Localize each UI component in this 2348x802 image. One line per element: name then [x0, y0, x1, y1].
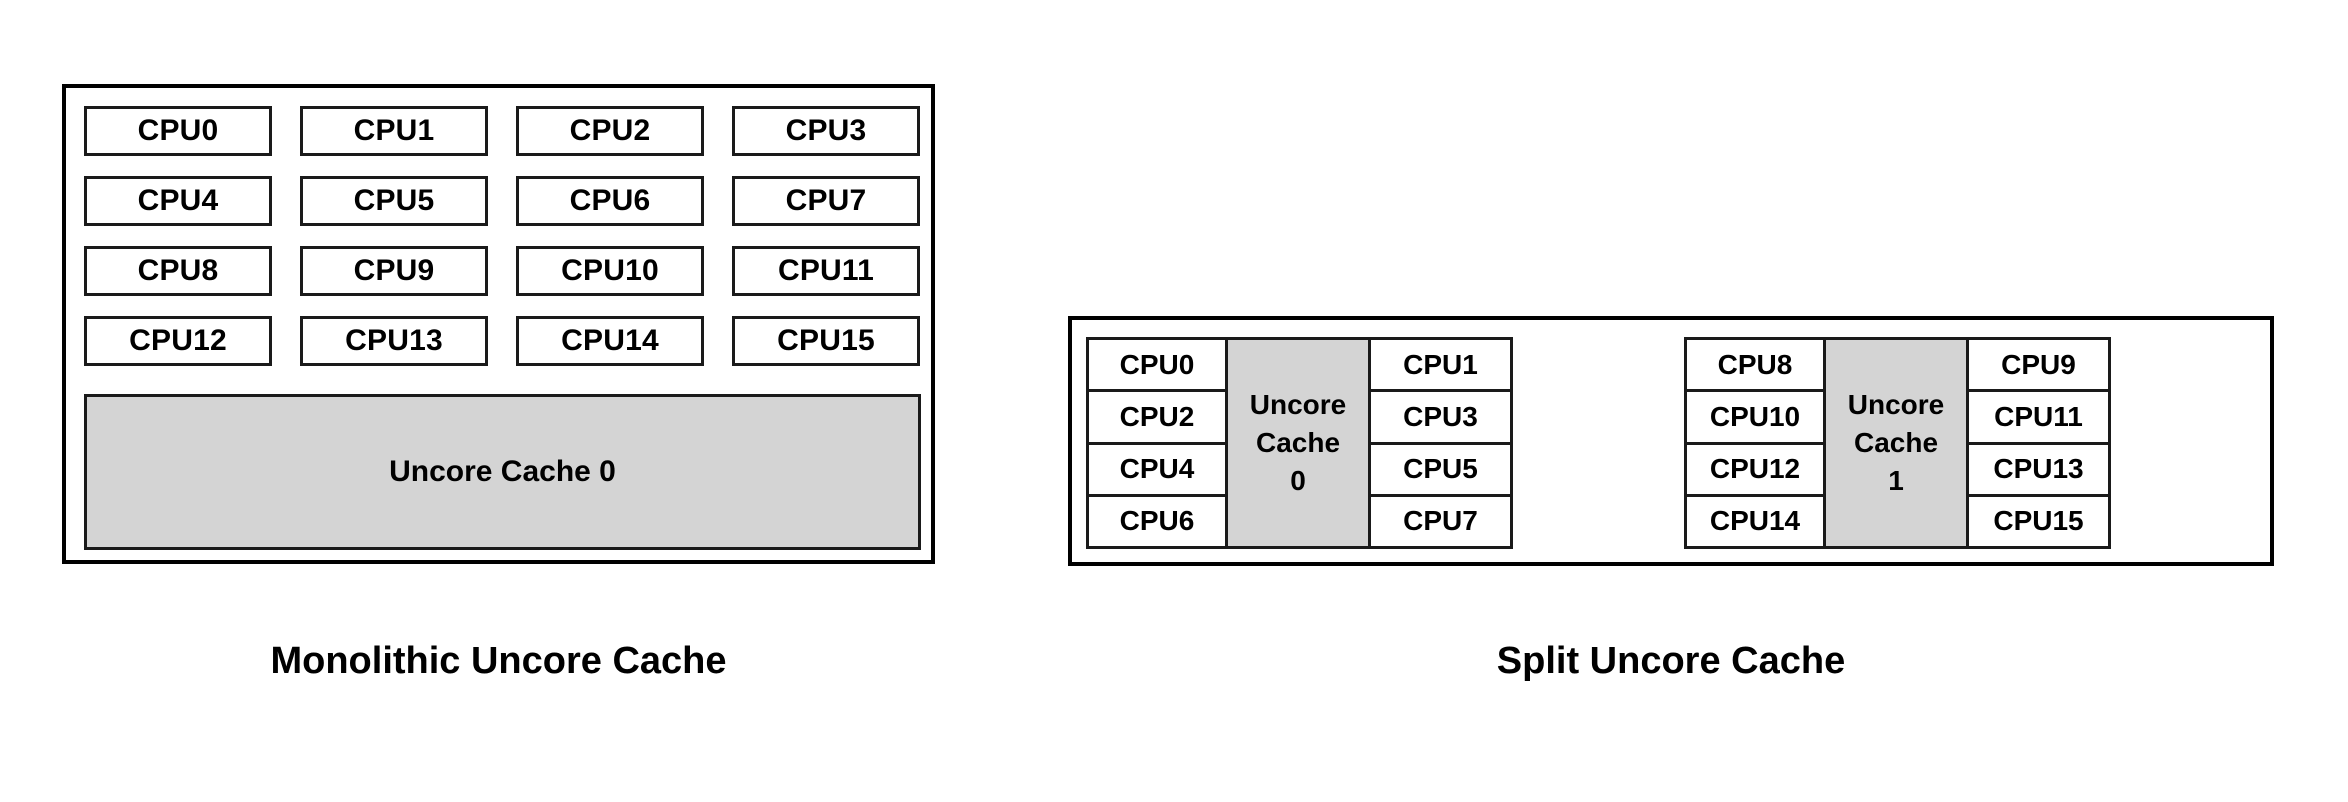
- cpu-cell: CPU13: [1966, 441, 2111, 497]
- cpu-cell: CPU2: [1086, 389, 1228, 445]
- cpu-box: CPU5: [300, 176, 488, 226]
- cluster-1-uncore-cache-block: Uncore Cache 1: [1823, 337, 1969, 549]
- monolithic-caption: Monolithic Uncore Cache: [270, 640, 727, 682]
- cpu-box: CPU0: [84, 106, 272, 156]
- split-cluster-row: CPU0 CPU2 CPU4 CPU6 Uncore Cache 0 CPU1 …: [1086, 337, 2264, 549]
- cpu-cell: CPU10: [1684, 389, 1826, 445]
- cpu-box: CPU10: [516, 246, 704, 296]
- cpu-cell: CPU11: [1966, 389, 2111, 445]
- uncore-label-line-2: Cache: [1853, 427, 1939, 459]
- cpu-box: CPU6: [516, 176, 704, 226]
- cpu-box: CPU11: [732, 246, 920, 296]
- cpu-cell: CPU12: [1684, 441, 1826, 497]
- cpu-cell: CPU8: [1684, 337, 1826, 393]
- monolithic-uncore-figure: CPU0 CPU1 CPU2 CPU3 CPU4 CPU5 CPU6 CPU7 …: [62, 84, 935, 564]
- cpu-box: CPU1: [300, 106, 488, 156]
- cluster-1-right-cpu-column: CPU9 CPU11 CPU13 CPU15: [1966, 337, 2111, 549]
- cpu-box: CPU7: [732, 176, 920, 226]
- uncore-label-line-1: Uncore: [1249, 389, 1347, 421]
- cpu-box: CPU9: [300, 246, 488, 296]
- cpu-box: CPU3: [732, 106, 920, 156]
- split-caption: Split Uncore Cache: [1496, 640, 1846, 682]
- cpu-cell: CPU3: [1368, 389, 1513, 445]
- monolithic-cpu-grid: CPU0 CPU1 CPU2 CPU3 CPU4 CPU5 CPU6 CPU7 …: [84, 106, 921, 366]
- cpu-cell: CPU14: [1684, 493, 1826, 549]
- uncore-label-line-1: Uncore: [1847, 389, 1945, 421]
- cpu-cell: CPU0: [1086, 337, 1228, 393]
- cpu-box: CPU2: [516, 106, 704, 156]
- cluster-0-left-cpu-column: CPU0 CPU2 CPU4 CPU6: [1086, 337, 1228, 549]
- cluster-0: CPU0 CPU2 CPU4 CPU6 Uncore Cache 0 CPU1 …: [1086, 337, 1666, 549]
- cluster-0-right-cpu-column: CPU1 CPU3 CPU5 CPU7: [1368, 337, 1513, 549]
- monolithic-socket-frame: CPU0 CPU1 CPU2 CPU3 CPU4 CPU5 CPU6 CPU7 …: [62, 84, 935, 564]
- uncore-label-line-2: Cache: [1255, 427, 1341, 459]
- split-uncore-figure: CPU0 CPU2 CPU4 CPU6 Uncore Cache 0 CPU1 …: [1068, 316, 2274, 566]
- uncore-label-line-3: 0: [1290, 464, 1306, 496]
- uncore-label-line-3: 1: [1888, 464, 1904, 496]
- cpu-box: CPU14: [516, 316, 704, 366]
- cpu-box: CPU13: [300, 316, 488, 366]
- cpu-box: CPU15: [732, 316, 920, 366]
- cluster-1-left-cpu-column: CPU8 CPU10 CPU12 CPU14: [1684, 337, 1826, 549]
- cpu-box: CPU12: [84, 316, 272, 366]
- cpu-cell: CPU7: [1368, 493, 1513, 549]
- cpu-box: CPU4: [84, 176, 272, 226]
- cpu-cell: CPU1: [1368, 337, 1513, 393]
- uncore-cache-block: Uncore Cache 0: [84, 394, 921, 550]
- cpu-cell: CPU6: [1086, 493, 1228, 549]
- cluster-1: CPU8 CPU10 CPU12 CPU14 Uncore Cache 1 CP…: [1684, 337, 2264, 549]
- cpu-box: CPU8: [84, 246, 272, 296]
- cpu-cell: CPU9: [1966, 337, 2111, 393]
- cpu-cell: CPU15: [1966, 493, 2111, 549]
- cluster-0-uncore-cache-block: Uncore Cache 0: [1225, 337, 1371, 549]
- split-socket-frame: CPU0 CPU2 CPU4 CPU6 Uncore Cache 0 CPU1 …: [1068, 316, 2274, 566]
- cpu-cell: CPU5: [1368, 441, 1513, 497]
- cpu-cell: CPU4: [1086, 441, 1228, 497]
